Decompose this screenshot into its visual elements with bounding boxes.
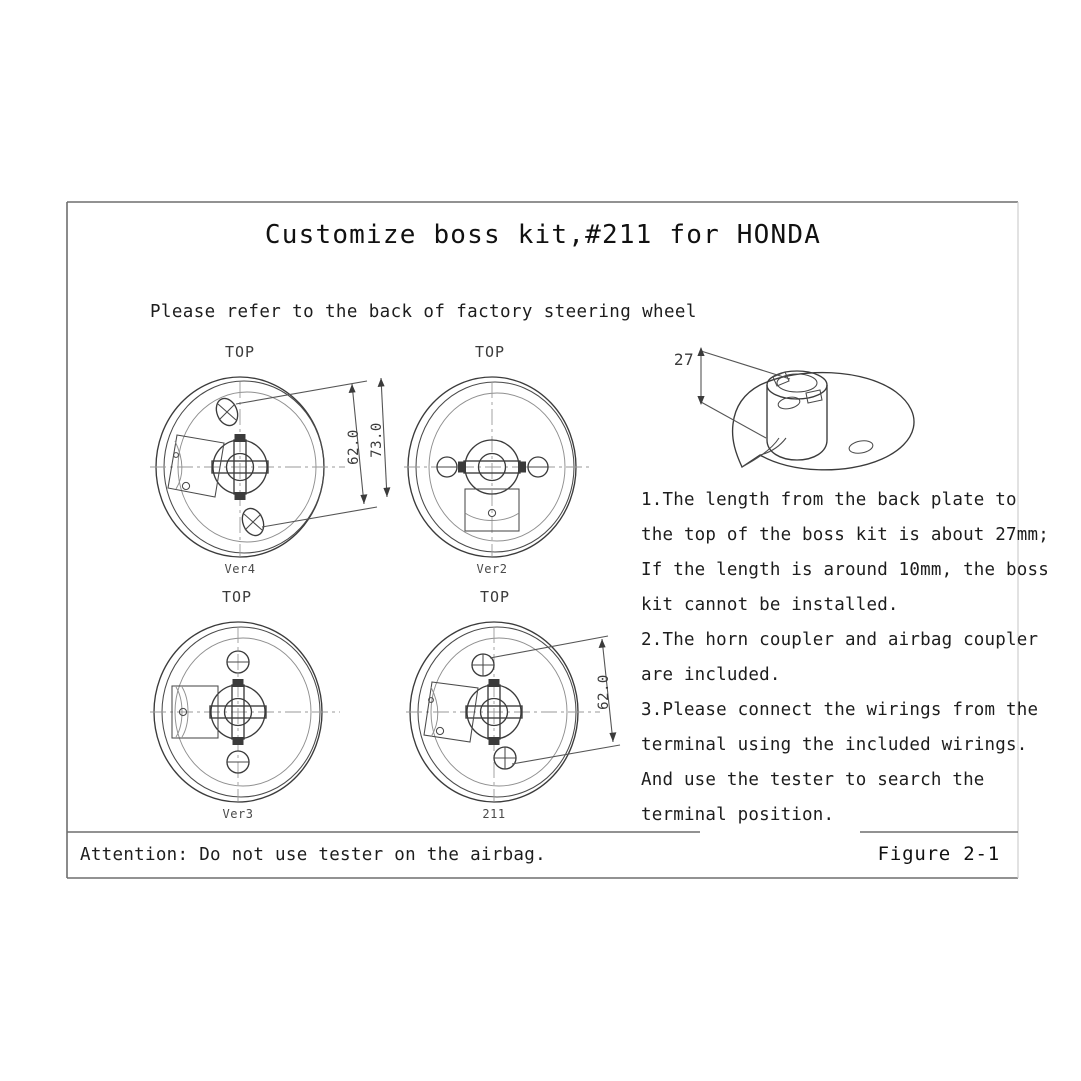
diagram-ver3: TOP: [150, 588, 340, 821]
ver3-top-label: TOP: [222, 588, 252, 606]
note-line-7: 3.Please connect the wirings from the: [641, 700, 1038, 720]
boss-kit-isometric-view: 27: [674, 347, 915, 471]
ver3-hub: [209, 679, 267, 745]
note-line-2: the top of the boss kit is about 27mm;: [641, 525, 1049, 545]
note-line-6: are included.: [641, 665, 781, 685]
ver3-hole-bottom: [226, 750, 250, 774]
diagram-ver2: TOP Ver2: [404, 343, 592, 576]
ver4-screw-boss-upper: [215, 397, 239, 427]
note-line-4: kit cannot be installed.: [641, 595, 899, 615]
d211-top-label: TOP: [480, 588, 510, 606]
ver4-dimension-62: 62.0: [235, 380, 378, 528]
attention-note: Attention: Do not use tester on the airb…: [80, 845, 546, 865]
d211-hole-top: [471, 653, 495, 677]
notes-block: 1.The length from the back plate to the …: [641, 490, 1049, 825]
note-line-9: And use the tester to search the: [641, 770, 985, 790]
ver3-caption: Ver3: [223, 807, 254, 821]
boss-kit-hub-cylinder: [766, 370, 828, 461]
ver2-side-hole-left: [436, 456, 458, 478]
ver2-caption: Ver2: [477, 562, 508, 576]
note-line-3: If the length is around 10mm, the boss: [641, 560, 1049, 580]
note-line-5: 2.The horn coupler and airbag coupler: [641, 630, 1038, 650]
ver2-connector-block: [464, 488, 520, 532]
diagram-ver4: TOP: [150, 343, 391, 576]
page-title: Customize boss kit,#211 for HONDA: [265, 220, 821, 250]
boss-kit-hole-left: [777, 396, 801, 410]
ver2-hub: [458, 439, 526, 495]
boss-kit-base-plate: [731, 371, 915, 471]
drawing-frame: [66, 201, 1019, 879]
d211-hole-bottom: [493, 746, 517, 770]
d211-caption: 211: [482, 807, 505, 821]
ver4-top-label: TOP: [225, 343, 255, 361]
subtitle: Please refer to the back of factory stee…: [150, 302, 697, 322]
ver3-connector-block: [171, 685, 219, 739]
ver2-side-hole-right: [527, 456, 549, 478]
note-line-8: terminal using the included wirings.: [641, 735, 1028, 755]
boss-kit-hole-right: [848, 440, 874, 454]
ver4-caption: Ver4: [225, 562, 256, 576]
ver4-dim-73-label: 73.0: [369, 422, 385, 458]
ver4-dimension-73: 73.0: [369, 377, 391, 498]
note-line-10: terminal position.: [641, 805, 834, 825]
ver4-dim-62-label: 62.0: [346, 429, 362, 465]
ver4-hub: [211, 434, 269, 500]
ver2-top-label: TOP: [475, 343, 505, 361]
d211-dim-62-label: 62.0: [596, 674, 612, 710]
note-line-1: 1.The length from the back plate to: [641, 490, 1017, 510]
diagram-211: TOP: [406, 588, 621, 821]
figure-label: Figure 2-1: [878, 843, 1000, 865]
boss-kit-leader-lower: [700, 401, 767, 439]
d211-dimension-62: 62.0: [489, 635, 621, 765]
boss-kit-notch-inner: [759, 437, 787, 456]
boss-kit-27-label: 27: [674, 350, 694, 369]
ver4-screw-boss-lower: [241, 507, 265, 537]
ver4-connector-block: [167, 434, 225, 498]
boss-kit-keyway-tabs: [772, 371, 823, 404]
ver3-hole-top: [226, 650, 250, 674]
d211-hub: [465, 679, 523, 745]
d211-connector-block: [423, 681, 479, 743]
boss-kit-height-dimension: 27: [674, 347, 705, 405]
boss-kit-leader-upper: [700, 350, 791, 380]
